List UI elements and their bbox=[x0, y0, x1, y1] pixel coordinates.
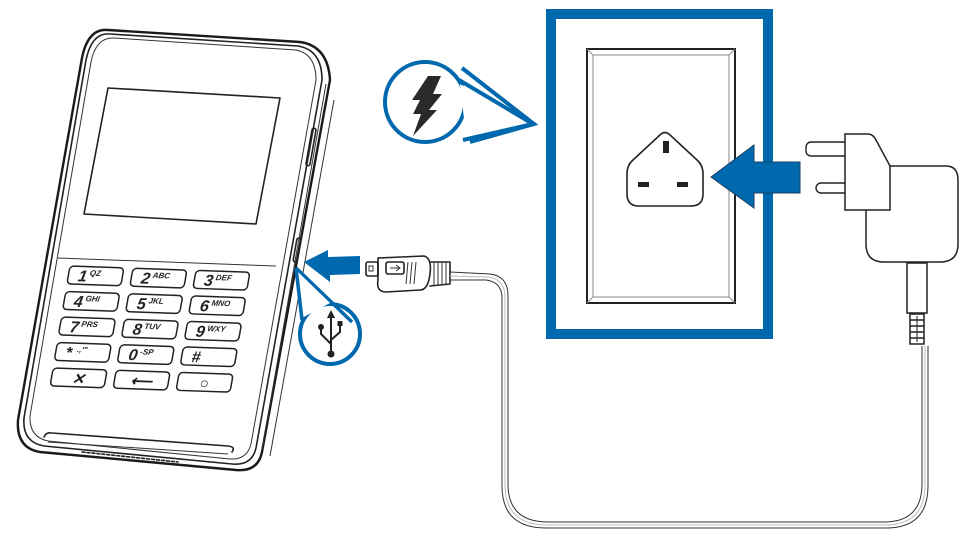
arrow-plug-into-socket bbox=[710, 144, 801, 209]
key-label: 4 bbox=[71, 293, 84, 311]
uk-socket-outlet bbox=[626, 131, 704, 207]
key-label: * bbox=[64, 344, 74, 362]
key-sublabel: PRS bbox=[81, 320, 100, 330]
power-callout bbox=[383, 60, 539, 144]
usb-callout bbox=[294, 266, 362, 366]
usb-cable bbox=[449, 271, 929, 529]
key-label: ✕ bbox=[71, 371, 88, 388]
wall-socket-panel bbox=[546, 9, 773, 339]
key-label: # bbox=[190, 348, 202, 366]
key-label: 1 bbox=[77, 267, 89, 285]
key-enter[interactable]: ○ bbox=[175, 371, 234, 393]
key-sublabel: WXY bbox=[207, 324, 227, 334]
key-sublabel: .,'" bbox=[76, 345, 88, 354]
key-sublabel: GHI bbox=[85, 294, 102, 303]
key-clear[interactable]: ⟵ bbox=[112, 369, 171, 391]
usb-symbol-icon bbox=[318, 310, 343, 358]
key-sublabel: QZ bbox=[89, 269, 103, 278]
key-hash[interactable]: # bbox=[180, 346, 238, 368]
key-label: 3 bbox=[203, 272, 215, 290]
terminal-screen bbox=[83, 87, 281, 225]
usb-connector bbox=[365, 255, 451, 293]
key-label: ○ bbox=[198, 375, 210, 392]
lightning-bolt-icon bbox=[412, 76, 442, 136]
key-label: ⟵ bbox=[129, 373, 155, 391]
key-star[interactable]: *.,'" bbox=[54, 341, 112, 364]
terminal-vents bbox=[81, 451, 179, 463]
uk-power-adapter bbox=[805, 133, 959, 345]
key-sublabel: TUV bbox=[144, 322, 162, 331]
key-sublabel: DEF bbox=[215, 273, 234, 283]
key-sublabel: JKL bbox=[148, 296, 165, 305]
key-label: 9 bbox=[194, 323, 206, 341]
key-sublabel: MNO bbox=[211, 299, 232, 309]
key-cancel[interactable]: ✕ bbox=[49, 367, 108, 389]
key-label: 8 bbox=[131, 321, 143, 339]
key-sublabel: -SP bbox=[139, 347, 155, 356]
arrow-plug-into-terminal bbox=[304, 250, 360, 282]
key-label: 0 bbox=[127, 346, 139, 364]
key-0[interactable]: 0-SP bbox=[117, 344, 175, 366]
key-label: 2 bbox=[139, 270, 152, 288]
key-sublabel: ABC bbox=[151, 271, 171, 281]
